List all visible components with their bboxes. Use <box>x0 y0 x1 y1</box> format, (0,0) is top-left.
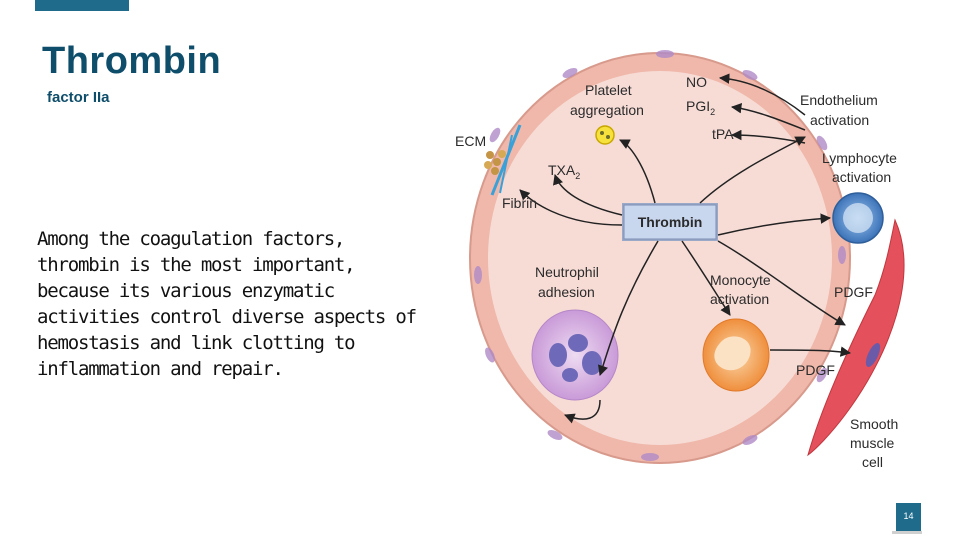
neutrophil-label-2: adhesion <box>538 284 595 300</box>
txa2-label: TXA2 <box>548 162 580 181</box>
smooth-muscle-cell <box>807 218 905 457</box>
monocyte-nucleus <box>714 336 751 371</box>
vessel-lumen <box>488 71 832 445</box>
monocyte-label-2: activation <box>710 291 769 307</box>
accent-bar <box>35 0 129 11</box>
endothelium-label-2: activation <box>810 112 869 128</box>
smooth-muscle-nucleus <box>865 343 881 367</box>
ecm-label: ECM <box>455 133 486 149</box>
arrows <box>519 73 852 424</box>
fibrin-label: Fibrin <box>502 195 537 211</box>
neutrophil-nucleus <box>549 334 602 382</box>
pgi2-label: PGI2 <box>686 98 715 117</box>
page-number: 14 <box>896 503 921 531</box>
body-paragraph: Among the coagulation factors, thrombin … <box>37 228 417 380</box>
neutrophil-cell <box>531 309 619 401</box>
lymphocyte-label-2: activation <box>832 169 891 185</box>
slide-title: Thrombin <box>42 40 222 82</box>
platelet-label-2: aggregation <box>570 102 644 118</box>
smooth-muscle-label-1: Smooth <box>850 416 898 432</box>
platelet-label-1: Platelet <box>585 82 632 98</box>
pdgf-right-label: PDGF <box>834 284 873 300</box>
lymphocyte-nucleus <box>843 203 873 233</box>
page-number-underline <box>892 531 922 534</box>
monocyte-label-1: Monocyte <box>710 272 771 288</box>
smooth-muscle-label-3: cell <box>862 454 883 470</box>
thrombin-label: Thrombin <box>638 214 703 230</box>
no-label: NO <box>686 74 707 90</box>
thrombin-diagram: Thrombin ECM Fibrin Platelet aggregation… <box>455 50 905 470</box>
lymphocyte-label-1: Lymphocyte <box>822 150 897 166</box>
smooth-muscle-label-2: muscle <box>850 435 895 451</box>
platelet-cell <box>595 125 615 145</box>
ecm-cluster <box>484 124 522 196</box>
endothelium-label-1: Endothelium <box>800 92 878 108</box>
tpa-label: tPA <box>712 126 734 142</box>
pdgf-lower-label: PDGF <box>796 362 835 378</box>
neutrophil-label-1: Neutrophil <box>535 264 599 280</box>
endothelial-nuclei <box>474 50 846 461</box>
slide-subtitle: factor IIa <box>47 89 110 106</box>
